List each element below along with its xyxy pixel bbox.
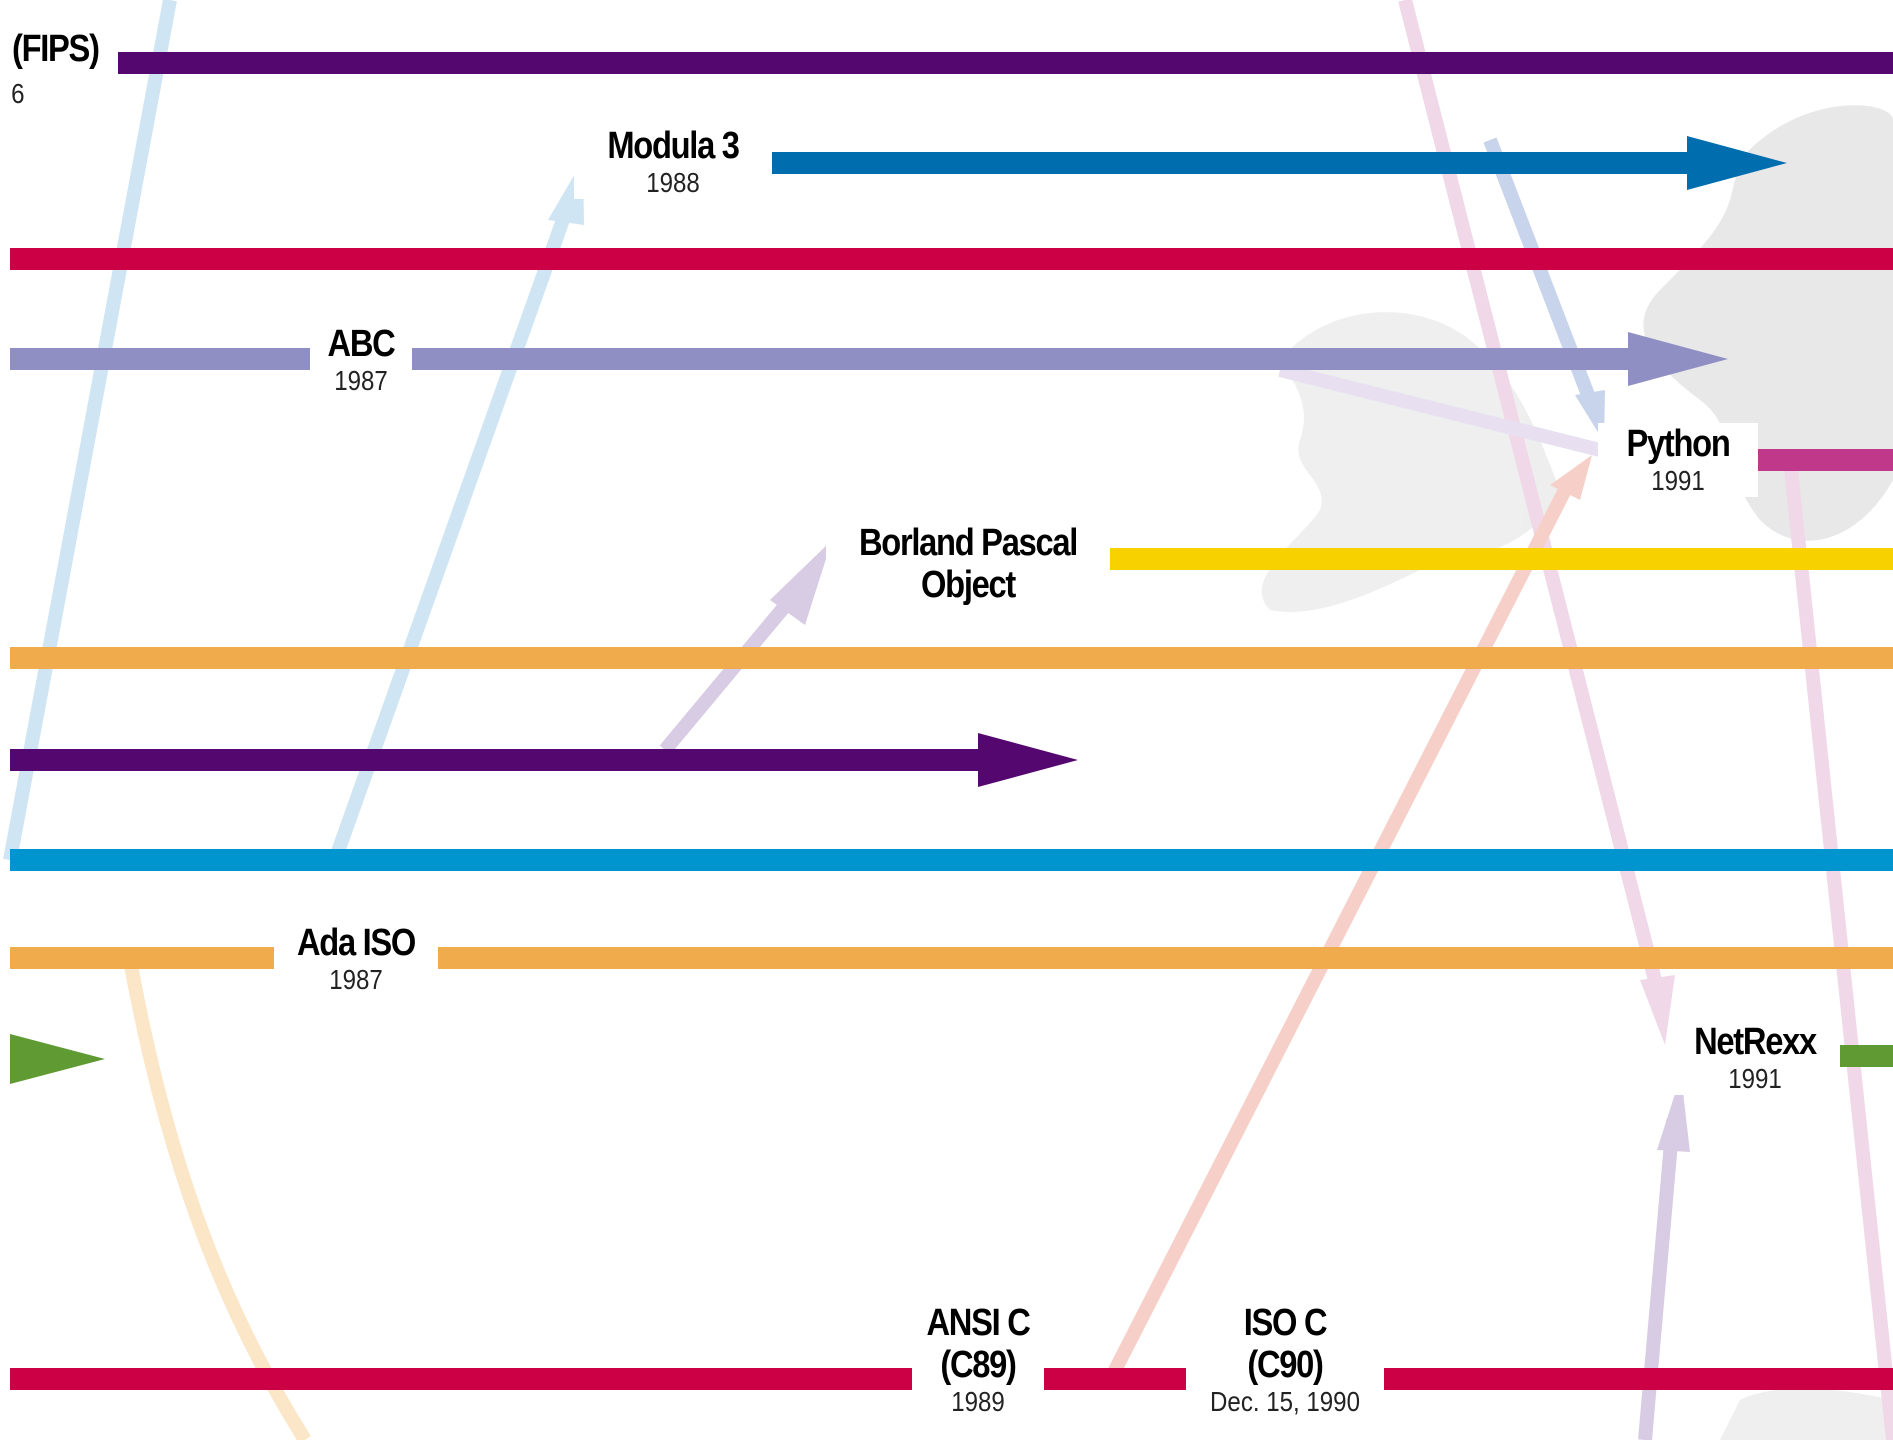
arrowhead-blue-to-python (1575, 390, 1605, 442)
node-modula3-name: Modula 3 (607, 125, 740, 167)
node-modula3-year: 1988 (646, 167, 700, 198)
node-iso-c: ISO C (C90) Dec. 15, 1990 (1186, 1302, 1384, 1418)
node-ansi-c: ANSI C (C89) 1989 (912, 1302, 1044, 1418)
influence-arrow-violet-to-netrexx (1638, 1119, 1680, 1440)
netrexx-line (1828, 1045, 1893, 1067)
python-logo-watermark (1261, 105, 1893, 1440)
influence-arrow-c-to-python (1103, 486, 1572, 1384)
node-netrexx-year: 1991 (1728, 1063, 1782, 1094)
influence-arrow-abc-to-python (1278, 363, 1602, 457)
borland-line (1100, 548, 1893, 570)
node-python-year: 1991 (1651, 465, 1705, 496)
purple-line-2 (10, 749, 990, 771)
modula3-line (758, 152, 1693, 174)
node-borland-name-line2: Object (921, 564, 1016, 606)
orange-line-1 (10, 647, 1893, 669)
crimson-line-1 (10, 248, 1893, 270)
node-python: Python 1991 (1598, 423, 1758, 497)
node-ada-iso-year: 1987 (329, 964, 383, 995)
node-netrexx-name: NetRexx (1694, 1021, 1817, 1063)
node-ansi-c-name-line1: ANSI C (926, 1302, 1030, 1344)
node-fips: (FIPS) (2, 28, 117, 70)
node-abc-name: ABC (327, 323, 396, 365)
purple-line-2-arrowhead (978, 733, 1078, 787)
ada-iso-line (10, 947, 1893, 969)
node-python-name: Python (1626, 423, 1730, 465)
node-fips-year: 6 (11, 78, 25, 109)
node-borland-name-line1: Borland Pascal (858, 522, 1078, 564)
node-iso-c-name-line1: ISO C (1243, 1302, 1328, 1344)
arrowhead-c-to-python (1550, 455, 1592, 500)
influence-arrows (3, 0, 1893, 1440)
node-borland: Borland Pascal Object (826, 522, 1110, 606)
node-ada-iso: Ada ISO 1987 (274, 922, 438, 996)
node-netrexx: NetRexx 1991 (1670, 1021, 1840, 1095)
abc-line (10, 348, 1635, 370)
arrowhead-to-borland (770, 540, 832, 625)
arrowhead-to-netrexx (1640, 975, 1675, 1045)
green-arrowhead (10, 1034, 105, 1084)
node-ada-iso-name: Ada ISO (296, 922, 416, 964)
node-modula3: Modula 3 1988 (574, 125, 772, 199)
modula3-arrowhead (1687, 136, 1787, 190)
node-ansi-c-name-line2: (C89) (940, 1344, 1017, 1386)
fips-line (118, 52, 1893, 74)
node-abc-year: 1987 (334, 365, 388, 396)
cyan-line (10, 849, 1893, 871)
influence-arrow-to-borland (659, 595, 796, 755)
node-ansi-c-year: 1989 (951, 1386, 1005, 1417)
node-fips-name: (FIPS) (12, 28, 100, 70)
node-abc: ABC 1987 (310, 323, 412, 397)
node-iso-c-year: Dec. 15, 1990 (1210, 1386, 1360, 1417)
language-lines (10, 52, 1893, 1390)
python-line (1748, 449, 1893, 471)
influence-arrow-light-blue-left (3, 0, 177, 862)
node-iso-c-name-line2: (C90) (1247, 1344, 1324, 1386)
abc-arrowhead (1628, 332, 1728, 386)
